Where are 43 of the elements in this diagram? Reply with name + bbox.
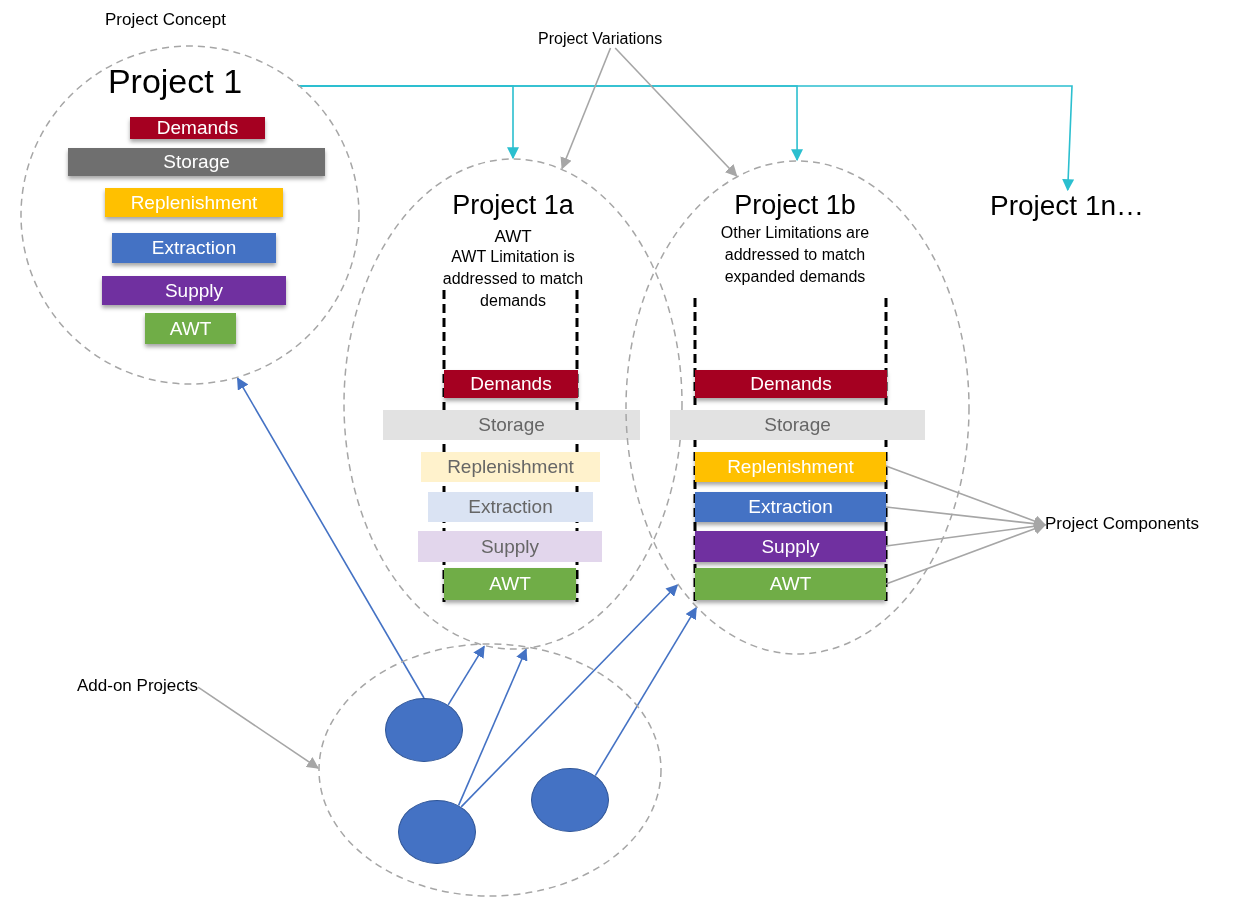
project-title: Project 1 [106, 62, 244, 101]
component-bar: AWT [695, 568, 886, 600]
dashed-ellipse [343, 158, 683, 650]
arrow [447, 645, 485, 706]
component-bar: AWT [444, 568, 576, 600]
component-bar: Storage [68, 148, 325, 176]
component-bar: Storage [670, 410, 925, 440]
arrow [885, 523, 1047, 585]
annotation-text: Project 1n… [990, 190, 1145, 222]
component-bar: Storage [383, 410, 640, 440]
caption-text: Project Concept [105, 10, 226, 30]
arrow [460, 584, 679, 808]
component-bar: Supply [418, 531, 602, 562]
component-bar: Extraction [428, 492, 593, 522]
component-bar: Replenishment [421, 452, 600, 482]
component-bar: Demands [130, 117, 265, 139]
annotation-text: Add-on Projects [77, 676, 198, 696]
arrow [197, 686, 319, 769]
arrow [298, 84, 1075, 192]
description-text: Other Limitations are addressed to match expanded demands [719, 223, 871, 287]
component-bar: Demands [444, 370, 578, 398]
component-bar: Supply [102, 276, 286, 305]
arrow [594, 606, 697, 777]
arrow [614, 47, 738, 177]
component-bar: AWT [145, 313, 236, 344]
arrow [560, 47, 612, 170]
arrow [457, 648, 528, 807]
annotation-text: Project Components [1045, 514, 1200, 534]
component-bar: Extraction [112, 233, 276, 263]
component-bar: Demands [695, 370, 887, 398]
project-title: Project 1a [451, 190, 575, 221]
dashed-ellipse [318, 643, 662, 897]
annotation-text: Project Variations [538, 30, 663, 48]
component-bar: Supply [695, 531, 886, 562]
component-bar: Replenishment [105, 188, 283, 217]
description-text: AWT [493, 226, 533, 248]
arrow [236, 377, 425, 699]
component-bar: Extraction [695, 492, 886, 522]
component-bar: Replenishment [695, 452, 886, 482]
dashed-ellipse [625, 160, 970, 655]
dashed-ellipse [20, 45, 360, 385]
project-title: Project 1b [733, 190, 857, 221]
description-text: AWT Limitation is addressed to match demands [441, 247, 585, 311]
